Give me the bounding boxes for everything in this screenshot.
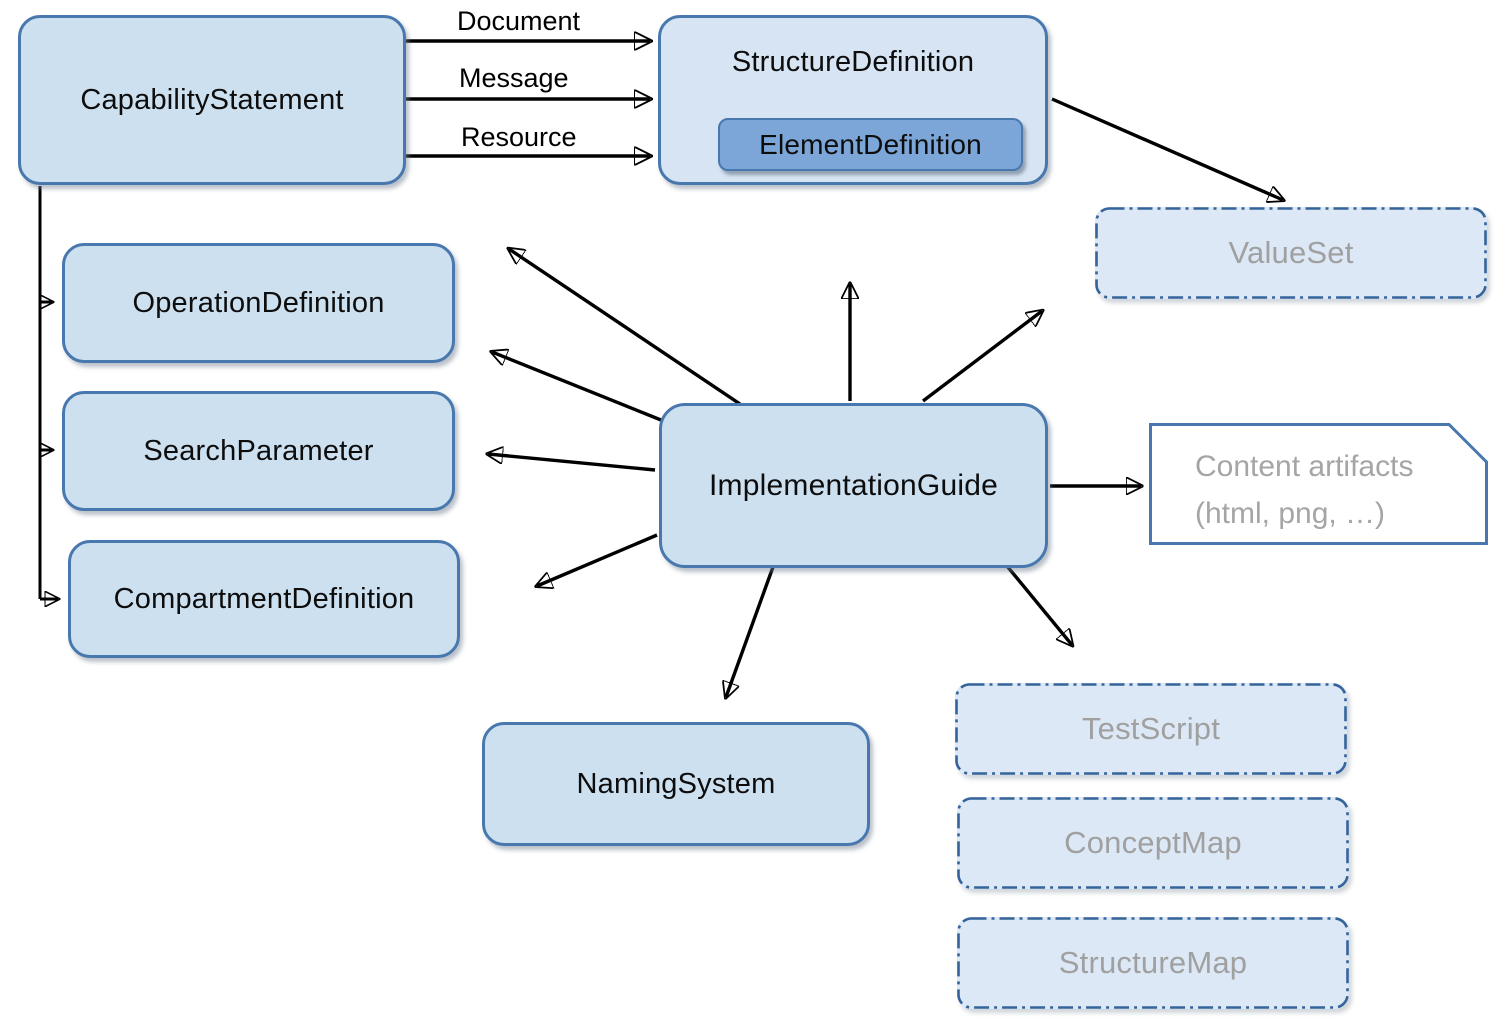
node-label: OperationDefinition — [132, 286, 385, 319]
node-label: ElementDefinition — [759, 128, 982, 160]
dash-dot-border — [957, 917, 1349, 1009]
node-label: StructureMap — [1058, 945, 1248, 980]
node-label: NamingSystem — [576, 767, 776, 800]
content-artifacts-line1: Content artifacts — [1195, 450, 1414, 483]
edge-ig-namingsystem — [726, 566, 775, 697]
edge-label-resource: Resource — [461, 122, 577, 152]
node-value-set[interactable]: ValueSet — [1095, 207, 1487, 299]
node-label: TestScript — [1081, 711, 1221, 746]
node-label: SearchParameter — [143, 434, 374, 467]
node-label: ValueSet — [1228, 235, 1354, 270]
node-label: ConceptMap — [1064, 825, 1242, 860]
node-test-script[interactable]: TestScript — [955, 683, 1347, 775]
node-operation-definition[interactable]: OperationDefinition — [62, 243, 455, 363]
dash-dot-border — [1095, 207, 1487, 299]
content-artifacts-line2: (html, png, …) — [1195, 497, 1386, 530]
edge-ig-left — [488, 454, 656, 472]
edge-ig-upper-right — [921, 311, 1042, 403]
node-implementation-guide[interactable]: ImplementationGuide — [659, 403, 1048, 568]
node-naming-system[interactable]: NamingSystem — [482, 722, 870, 846]
folded-note-shape — [1149, 423, 1488, 545]
edge-label-document: Document — [457, 6, 581, 36]
node-compartment-definition[interactable]: CompartmentDefinition — [68, 540, 460, 658]
edge-ig-lower-right — [1005, 564, 1072, 645]
node-label: CompartmentDefinition — [113, 582, 415, 615]
edge-ig-lower-left — [537, 533, 658, 586]
node-structure-map[interactable]: StructureMap — [957, 917, 1349, 1009]
node-search-parameter[interactable]: SearchParameter — [62, 391, 455, 511]
node-label: ImplementationGuide — [709, 468, 998, 502]
node-concept-map[interactable]: ConceptMap — [957, 797, 1349, 889]
node-structure-definition[interactable]: StructureDefinition ElementDefinition — [658, 15, 1048, 185]
edge-ig-upper-left-short — [492, 352, 662, 422]
dash-dot-border — [955, 683, 1347, 775]
edge-label-message: Message — [459, 63, 569, 93]
edge-structuredefinition-valueset — [1051, 97, 1283, 200]
node-element-definition[interactable]: ElementDefinition — [718, 118, 1023, 171]
dash-dot-border — [957, 797, 1349, 889]
edge-ig-upper-left-long — [509, 249, 741, 406]
node-capability-statement[interactable]: CapabilityStatement — [18, 15, 406, 185]
node-label: StructureDefinition — [731, 46, 975, 78]
node-label: CapabilityStatement — [80, 83, 344, 116]
node-content-artifacts[interactable]: Content artifacts (html, png, …) — [1149, 423, 1488, 545]
